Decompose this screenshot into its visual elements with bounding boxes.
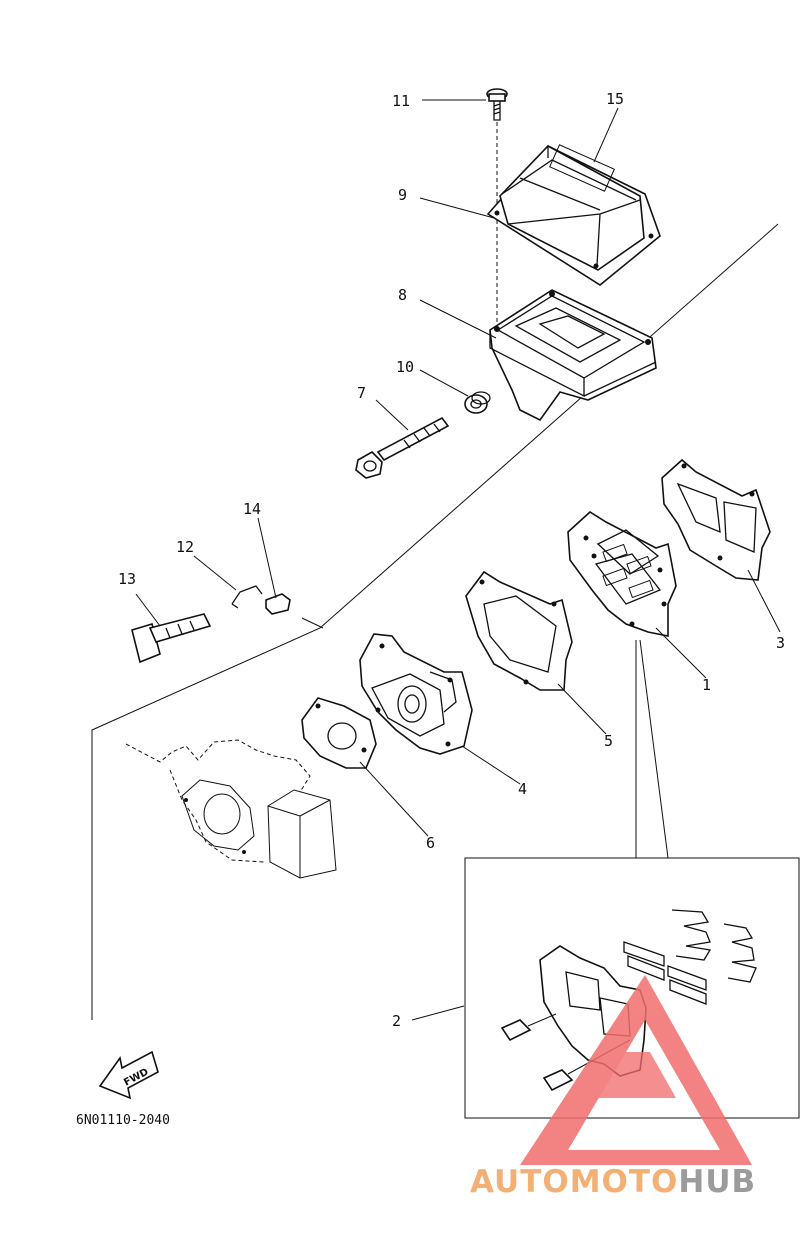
- label-part-7: 7: [357, 384, 366, 402]
- part-labels: 11 15 9 8 10 7 14 12 13 3 1 5 4 6 2: [118, 90, 785, 1030]
- silencer-base-part-8: [489, 289, 657, 422]
- label-part-11: 11: [392, 92, 410, 110]
- gasket-part-3: [661, 458, 771, 581]
- label-part-9: 9: [398, 186, 407, 204]
- bolt-part-7: [355, 416, 450, 479]
- intake-manifold-part-4: [359, 633, 473, 755]
- label-part-10: 10: [396, 358, 414, 376]
- gasket-part-5: [465, 570, 573, 691]
- label-part-6: 6: [426, 834, 435, 852]
- label-part-1: 1: [702, 676, 711, 694]
- reed-valve-part-1: [567, 511, 677, 637]
- cover-part-15: [486, 144, 661, 286]
- drawing-code: 6N01110-2040: [76, 1113, 170, 1128]
- fwd-arrow-icon: FWD: [98, 1050, 159, 1100]
- assembly-outline: [91, 223, 779, 1020]
- label-part-3: 3: [776, 634, 785, 652]
- watermark-text-part2: HUB: [678, 1164, 756, 1200]
- label-part-8: 8: [398, 286, 407, 304]
- watermark-logo: AUTOMOTOHUB: [470, 975, 756, 1200]
- label-part-2: 2: [392, 1012, 401, 1030]
- label-part-14: 14: [243, 500, 261, 518]
- label-part-5: 5: [604, 732, 613, 750]
- watermark-triangle-icon: [520, 975, 752, 1165]
- leader-lines: [135, 99, 781, 1021]
- svg-text:AUTOMOTOHUB: AUTOMOTOHUB: [470, 1164, 756, 1200]
- label-part-4: 4: [518, 780, 527, 798]
- watermark-text-part1: AUTOMOTO: [470, 1164, 678, 1200]
- label-part-12: 12: [176, 538, 194, 556]
- clip-part-12: [231, 585, 263, 609]
- screw-part-11: [486, 88, 508, 330]
- label-part-15: 15: [606, 90, 624, 108]
- key-part-13: [131, 613, 212, 664]
- gasket-part-6: [301, 697, 377, 769]
- grommet-part-10: [464, 391, 491, 414]
- engine-block-outline: [125, 739, 337, 879]
- clip-part-14: [265, 593, 291, 615]
- label-part-13: 13: [118, 570, 136, 588]
